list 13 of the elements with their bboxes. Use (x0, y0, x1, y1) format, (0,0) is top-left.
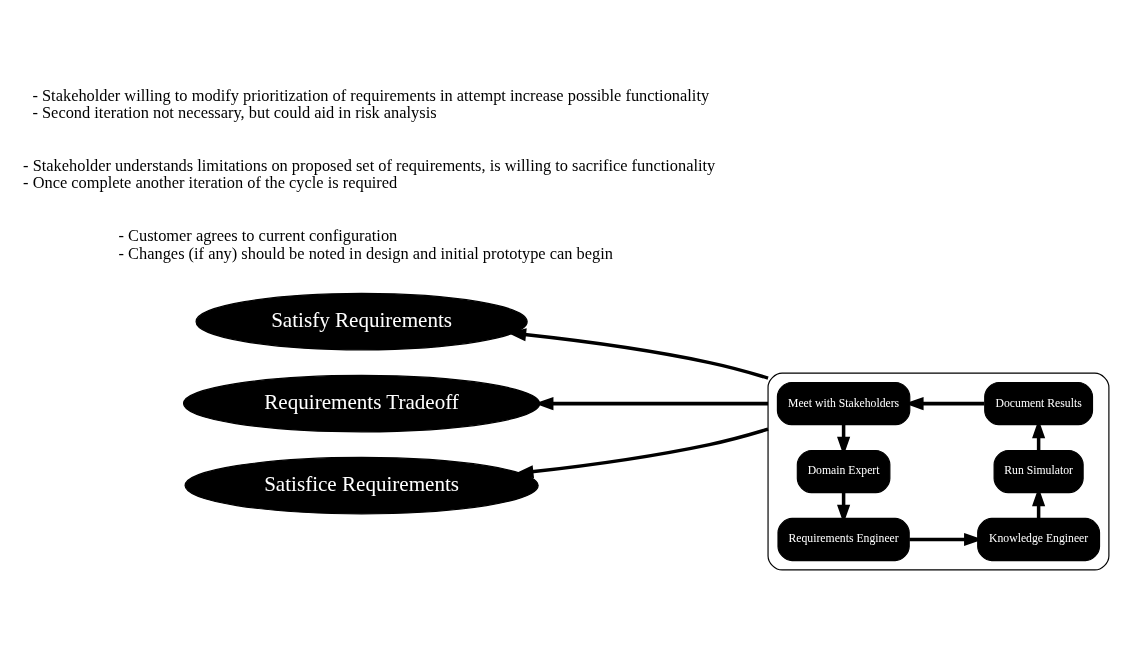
arrow (507, 328, 769, 380)
node-box: Meet with Stakeholders (776, 381, 911, 426)
node-ellipse: Requirements Tradeoff (182, 374, 541, 433)
node-label: - Customer agrees to current configuration (118, 226, 398, 246)
node-box: Document Results (984, 381, 1094, 426)
node-label: - Stakeholder understands limitations on proposed set of requirements, is willing to sacrifice functionality (23, 155, 716, 175)
cluster (767, 372, 1110, 571)
node-label: - Stakeholder willing to modify prioritization of requirements in attempt increase possible functionality (32, 85, 710, 105)
node-box: Run Simulator (993, 449, 1084, 494)
node-box: Requirements Engineer (777, 517, 910, 562)
node-box: Knowledge Engineer (977, 517, 1101, 562)
node-box: Domain Expert (796, 449, 891, 494)
node-ellipse: Satisfice Requirements (184, 456, 539, 515)
